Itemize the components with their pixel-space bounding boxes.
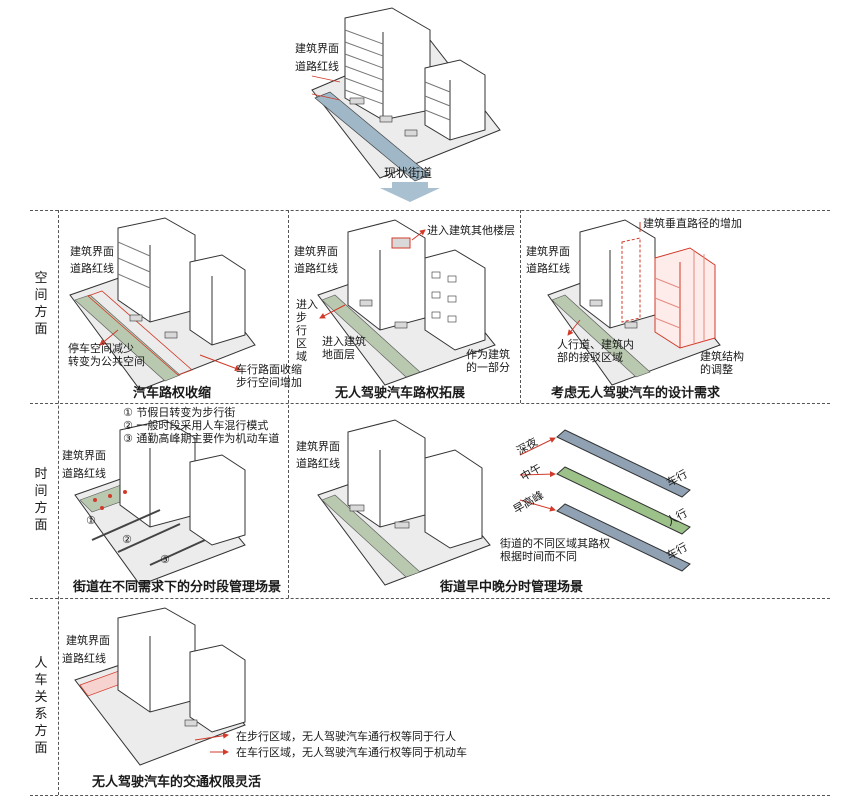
p5-label-building: 建筑界面 xyxy=(296,440,340,453)
p4-label-redline: 道路红线 xyxy=(62,467,106,480)
p2-note-part-2: 的一部分 xyxy=(466,361,510,374)
p5-label-redline: 道路红线 xyxy=(296,457,340,470)
p4-label-building: 建筑界面 xyxy=(62,449,106,462)
p6-label-building: 建筑界面 xyxy=(66,634,110,647)
p4-mode-1: ① 节假日转变为步行街 xyxy=(123,406,236,419)
p2-note-sidewalk-1: 进入 xyxy=(296,298,318,311)
divider-col-1 xyxy=(288,210,289,598)
top-street-scene xyxy=(311,7,501,202)
panel3-scene xyxy=(547,219,721,386)
p2-note-upper: 进入建筑其他楼层 xyxy=(427,224,515,237)
p4-mode-3: ③ 通勤高峰期主要作为机动车道 xyxy=(123,432,280,445)
p4-marker-3: ③ xyxy=(160,553,170,566)
panel6-scene xyxy=(74,607,246,766)
divider-col-2 xyxy=(520,210,521,403)
divider-top xyxy=(30,210,830,211)
panel2-scene xyxy=(317,219,496,386)
row-label-space: 空间方面 xyxy=(34,271,48,337)
p6-note-walk: 在步行区域，无人驾驶汽车通行权等同于行人 xyxy=(236,730,456,743)
p3-label-building: 建筑界面 xyxy=(526,245,570,258)
p3-label-redline: 道路红线 xyxy=(526,262,570,275)
top-caption: 现状街道 xyxy=(384,166,433,180)
panel4-scene xyxy=(74,419,246,586)
p1-note-left-1: 停车空间减少 xyxy=(68,342,134,355)
divider-time-people xyxy=(30,598,830,599)
top-label-building: 建筑界面 xyxy=(295,42,339,55)
p4-caption: 街道在不同需求下的分时段管理场景 xyxy=(73,580,282,595)
p3-note-vertical: 建筑垂直路径的增加 xyxy=(643,217,742,230)
p2-note-ground-2: 地面层 xyxy=(322,348,355,361)
p2-note-part-1: 作为建筑 xyxy=(466,348,510,361)
divider-space-time xyxy=(30,403,830,404)
divider-bottom xyxy=(30,795,830,796)
p1-label-redline: 道路红线 xyxy=(70,262,114,275)
divider-row-label xyxy=(58,210,59,795)
p6-label-redline: 道路红线 xyxy=(62,652,106,665)
panel5-scene xyxy=(317,419,691,586)
p3-note-structure-2: 的调整 xyxy=(700,363,733,376)
p1-label-building: 建筑界面 xyxy=(70,245,114,258)
p4-mode-2: ② 一般时段采用人车混行模式 xyxy=(123,419,269,432)
p4-marker-2: ② xyxy=(122,533,132,546)
p5-caption: 街道早中晚分时管理场景 xyxy=(440,580,584,595)
panel1-scene xyxy=(69,217,256,391)
p6-caption: 无人驾驶汽车的交通权限灵活 xyxy=(92,775,262,790)
p2-note-sidewalk-5: 域 xyxy=(296,350,307,363)
p6-note-drive: 在车行区域，无人驾驶汽车通行权等同于机动车 xyxy=(236,746,467,759)
p2-note-sidewalk-2: 步 xyxy=(296,311,307,324)
p5-note-1: 街道的不同区域其路权 xyxy=(500,537,610,550)
p3-note-structure-1: 建筑结构 xyxy=(700,350,744,363)
p2-note-sidewalk-3: 行 xyxy=(296,324,307,337)
row-label-time: 时间方面 xyxy=(34,467,48,533)
top-label-redline: 道路红线 xyxy=(295,60,339,73)
p5-note-2: 根据时间而不同 xyxy=(500,550,577,563)
p3-caption: 考虑无人驾驶汽车的设计需求 xyxy=(551,386,721,401)
p1-note-left-2: 转变为公共空间 xyxy=(68,355,145,368)
p3-note-interface-2: 部的接驳区域 xyxy=(557,351,623,364)
row-label-people: 人车关系方面 xyxy=(34,656,48,756)
p2-label-redline: 道路红线 xyxy=(294,262,338,275)
p2-note-ground-1: 进入建筑 xyxy=(322,335,366,348)
p1-note-right-1: 车行路面收缩 xyxy=(236,363,302,376)
p1-caption: 汽车路权收缩 xyxy=(133,386,212,401)
p1-note-right-2: 步行空间增加 xyxy=(236,376,302,389)
p3-note-interface-1: 人行道、建筑内 xyxy=(557,338,634,351)
p2-note-sidewalk-4: 区 xyxy=(296,337,307,350)
p2-label-building: 建筑界面 xyxy=(294,245,338,258)
p2-caption: 无人驾驶汽车路权拓展 xyxy=(335,386,466,401)
p4-marker-1: ① xyxy=(86,514,96,527)
